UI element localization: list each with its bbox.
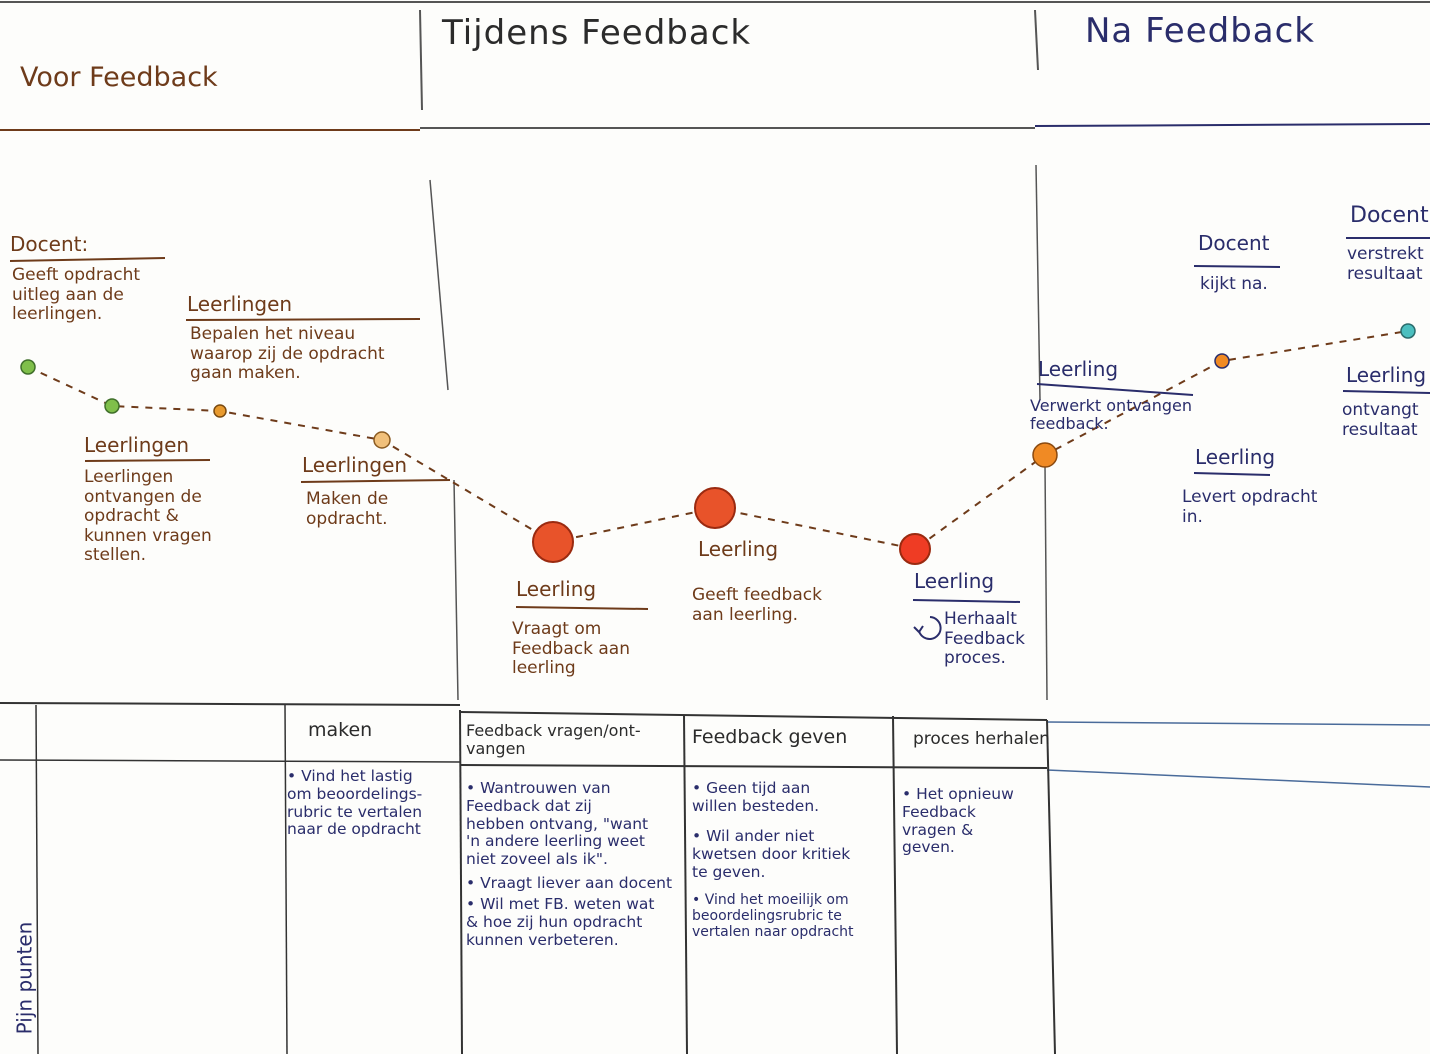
step-2-role: Leerlingen — [84, 433, 190, 457]
step-5-text: Vraagt om Feedback aan leerling — [512, 619, 630, 679]
step-1-text: Geeft opdracht uitleg aan de leerlingen. — [12, 265, 141, 325]
step-3-role: Leerlingen — [187, 292, 293, 316]
col-header-feedback-geven: Feedback geven — [692, 726, 848, 748]
step-9-text: Levert opdracht in. — [1182, 487, 1318, 527]
step-11-role: Docent — [1350, 203, 1429, 228]
phase-na-feedback: Na Feedback — [1085, 11, 1315, 51]
col-vragen-item-2: • Vraagt liever aan docent — [466, 874, 673, 892]
step-1-role: Docent: — [10, 232, 89, 256]
dot-step-7 — [899, 533, 931, 565]
phase-tijdens-feedback: Tijdens Feedback — [442, 13, 752, 53]
col-vragen-item-1: • Wantrouwen van Feedback dat zij hebben… — [466, 779, 649, 869]
dot-step-4 — [373, 431, 391, 449]
step-5-role: Leerling — [516, 577, 597, 601]
step-12-role: Leerling — [1346, 363, 1427, 387]
step-12-text: ontvangt resultaat — [1342, 401, 1419, 440]
col-geven-item-2: • Wil ander niet kwetsen door kritiek te… — [692, 827, 851, 881]
dot-step-2 — [104, 398, 120, 414]
step-10-role: Docent — [1198, 231, 1270, 255]
col-geven-item-1: • Geen tijd aan willen besteden. — [692, 779, 820, 815]
dot-step-1 — [20, 359, 36, 375]
dot-step-3 — [213, 404, 227, 418]
pain-points-label: Pijn punten — [12, 921, 37, 1034]
step-3-text: Bepalen het niveau waarop zij de opdrach… — [190, 324, 385, 384]
step-8-text: Verwerkt ontvangen feedback. — [1030, 396, 1193, 434]
col-geven-item-3: • Vind het moeilijk om beoordelingsrubri… — [692, 892, 854, 941]
step-11-text: verstrekt resultaat — [1347, 245, 1424, 284]
dot-step-11 — [1400, 323, 1416, 339]
dot-step-6 — [694, 487, 736, 529]
col-header-maken: maken — [308, 719, 373, 741]
step-9-role: Leerling — [1195, 445, 1276, 469]
step-6-role: Leerling — [698, 537, 779, 561]
step-4-role: Leerlingen — [302, 453, 408, 477]
col-maken-item-1: • Vind het lastig om beoordelings- rubri… — [287, 767, 423, 839]
step-6-text: Geeft feedback aan leerling. — [692, 585, 822, 625]
col-header-proces-herhalen: proces herhalen — [913, 729, 1050, 749]
step-4-text: Maken de opdracht. — [306, 489, 389, 529]
step-2-text: Leerlingen ontvangen de opdracht & kunne… — [84, 467, 212, 566]
col-proces-item-1: • Het opnieuw Feedback vragen & geven. — [902, 785, 1014, 857]
step-10-text: kijkt na. — [1200, 274, 1268, 294]
step-7-text: Herhaalt Feedback proces. — [944, 609, 1025, 669]
col-header-feedback-vragen: Feedback vragen/ont- vangen — [466, 721, 641, 759]
phase-voor-feedback: Voor Feedback — [20, 62, 218, 93]
col-vragen-item-3: • Wil met FB. weten wat & hoe zij hun op… — [466, 895, 655, 949]
step-8-role: Leerling — [1038, 357, 1119, 381]
dot-step-8 — [1032, 442, 1058, 468]
dot-step-5 — [532, 521, 574, 563]
dot-step-10 — [1214, 353, 1230, 369]
step-7-role: Leerling — [914, 569, 995, 593]
